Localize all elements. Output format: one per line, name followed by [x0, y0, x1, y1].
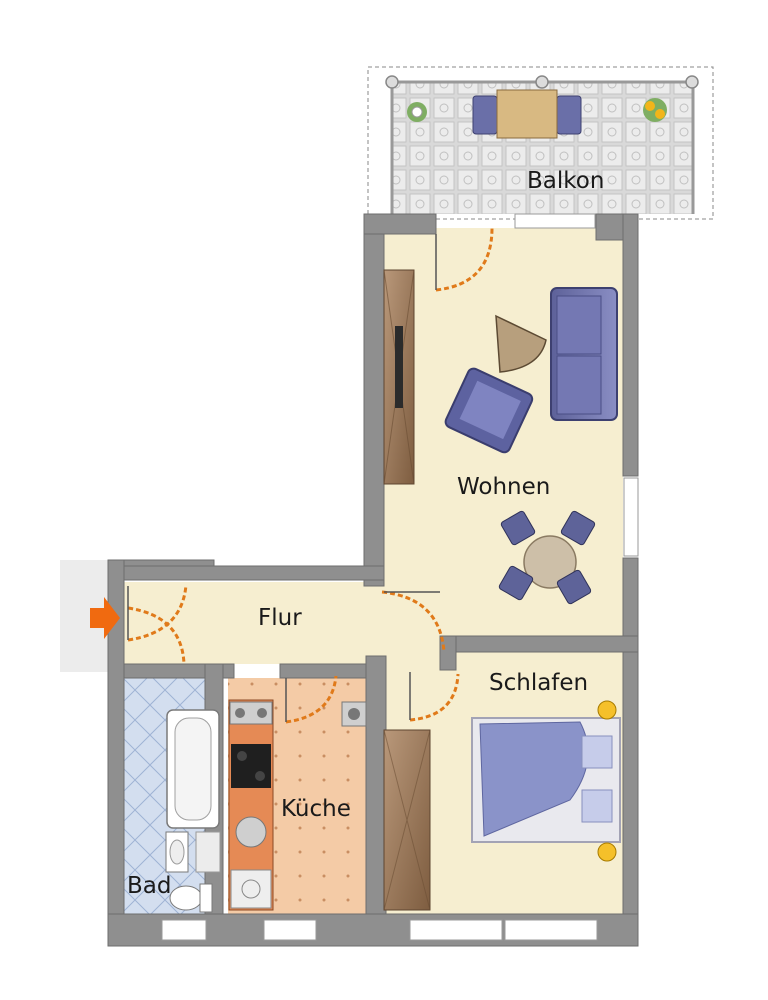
floor-flur [122, 582, 384, 664]
flower-icon [407, 102, 427, 122]
washbasin [165, 831, 221, 873]
side-table [495, 314, 547, 373]
dining-set [498, 510, 596, 605]
bathtub [166, 709, 220, 829]
kitchen-counter [228, 699, 274, 911]
sunflower-icon [643, 98, 667, 122]
walls [107, 213, 639, 947]
tv-cabinet [383, 269, 415, 485]
windows [161, 213, 639, 941]
chimney [341, 701, 367, 727]
bed [471, 717, 621, 843]
armchair [444, 367, 534, 454]
entrance-arrow-icon [90, 597, 120, 639]
toilet [169, 883, 213, 913]
doors [127, 227, 494, 724]
sofa [550, 287, 618, 421]
balcony [367, 66, 714, 220]
wardrobe [383, 729, 431, 911]
lamp-icon [597, 700, 617, 862]
